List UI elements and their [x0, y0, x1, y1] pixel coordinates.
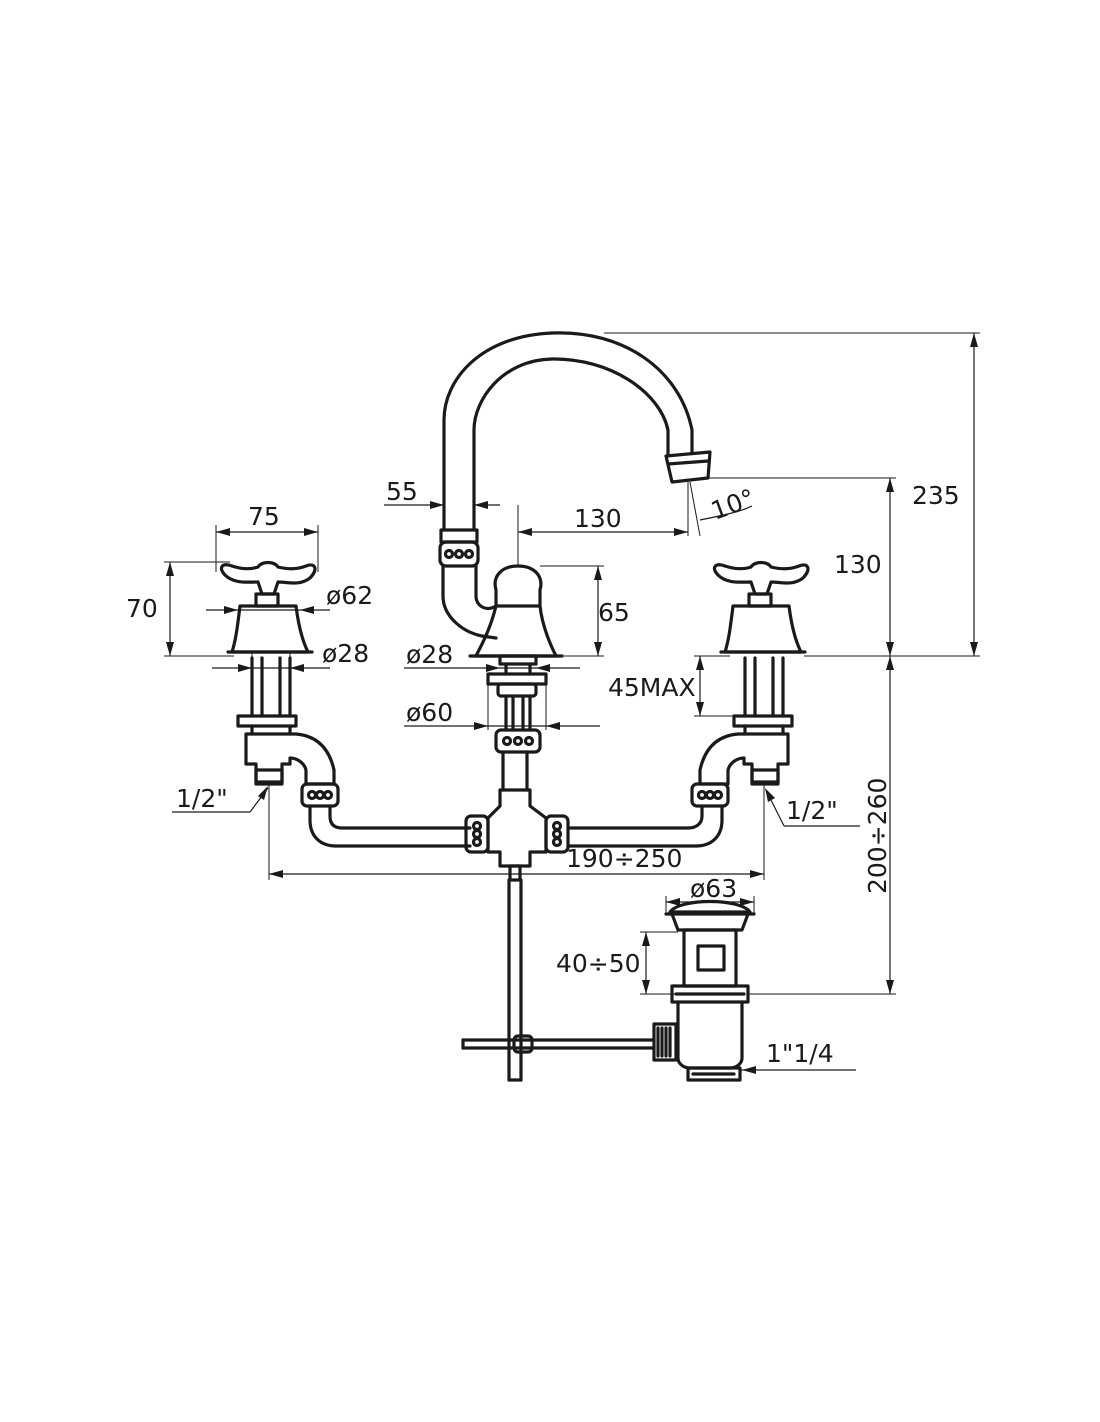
left-tap-body	[236, 656, 336, 786]
label-inlet-right: 1/2"	[786, 796, 838, 825]
label-waste-height: 40÷50	[556, 949, 641, 978]
left-connector-hose	[300, 782, 490, 854]
right-tap-body	[698, 656, 794, 786]
label-handle-height: 70	[126, 594, 158, 623]
label-spout-base-height: 65	[598, 598, 630, 627]
popup-waste	[461, 899, 756, 1082]
label-max-deck-thickness: 45MAX	[608, 673, 696, 702]
spout-base	[468, 564, 564, 792]
label-handle-diameter: ø62	[326, 581, 373, 610]
right-tap-handle	[712, 560, 810, 654]
label-spout-height-total: 235	[912, 481, 960, 510]
label-spout-outlet-height: 130	[834, 550, 882, 579]
spout	[438, 331, 712, 640]
left-tap-handle	[219, 560, 317, 654]
label-inlet-left: 1/2"	[176, 784, 228, 813]
dimension-labels: 75 70 ø62 ø28 55 130 10° 235 130 65 ø28 …	[126, 477, 960, 1068]
label-spout-flange-diameter: ø60	[406, 698, 453, 727]
dimension-lines	[164, 332, 980, 1074]
label-waste-diameter: ø63	[690, 874, 737, 903]
right-connector-hose	[566, 782, 730, 848]
label-spout-reach: 130	[574, 504, 622, 533]
label-install-depth: 200÷260	[863, 778, 892, 894]
label-spout-offset: 55	[386, 477, 418, 506]
label-handle-shank-diameter: ø28	[322, 639, 369, 668]
label-spout-shank-diameter: ø28	[406, 640, 453, 669]
label-waste-thread: 1"1/4	[766, 1039, 834, 1068]
label-spout-angle: 10°	[707, 483, 759, 525]
label-handle-spacing: 190÷250	[566, 844, 682, 873]
label-handle-width: 75	[248, 502, 280, 531]
